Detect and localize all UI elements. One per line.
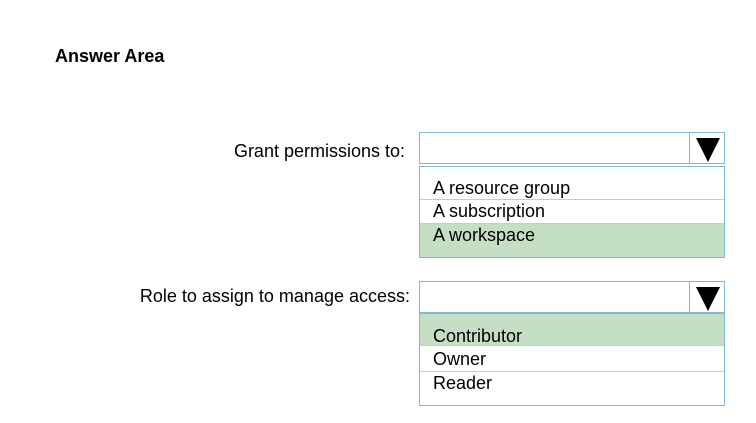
grant-permissions-label: Grant permissions to: <box>233 141 405 161</box>
option-workspace[interactable]: A workspace <box>420 224 724 257</box>
role-to-assign-label: Role to assign to manage access: <box>139 286 410 306</box>
triangle-down-icon <box>696 138 720 162</box>
option-owner[interactable]: Owner <box>420 348 724 372</box>
option-subscription[interactable]: A subscription <box>420 200 724 224</box>
role-to-assign-dropdown[interactable] <box>419 281 725 313</box>
option-resource-group[interactable]: A resource group <box>420 177 724 200</box>
option-contributor[interactable]: Contributor <box>420 314 724 346</box>
grant-permissions-options-list: A resource group A subscription A worksp… <box>419 166 725 258</box>
grant-permissions-dropdown[interactable] <box>419 132 725 164</box>
answer-area-heading: Answer Area <box>55 46 165 66</box>
role-to-assign-options-list: Contributor Owner Reader <box>419 313 725 406</box>
grant-permissions-dropdown-toggle[interactable] <box>689 133 724 163</box>
option-reader[interactable]: Reader <box>433 373 493 393</box>
role-to-assign-dropdown-toggle[interactable] <box>689 282 724 312</box>
triangle-down-icon <box>696 287 720 311</box>
